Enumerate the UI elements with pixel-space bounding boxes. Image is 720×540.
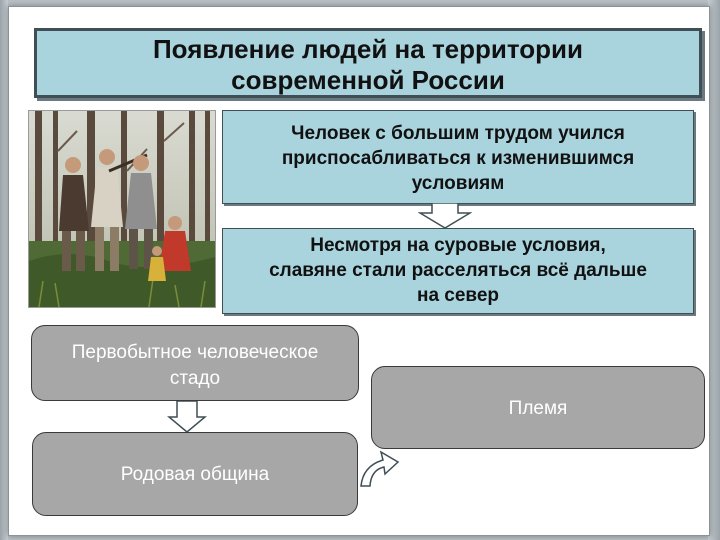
info-box-settlement: Несмотря на суровые условия, славяне ста… — [222, 228, 694, 314]
slide-title-box: Появление людей на территории современно… — [34, 28, 702, 98]
stage-1-line-1: Первобытное человеческое — [71, 342, 319, 363]
stage-1-line-2: стадо — [169, 368, 221, 389]
forest-settlers-picture — [29, 111, 215, 307]
down-arrow-icon — [167, 401, 207, 433]
info-1-line-1: Человек с большим трудом учился — [291, 123, 625, 144]
stage-2-line-1: Родовая община — [120, 464, 270, 485]
info-1-line-3: условиям — [411, 173, 505, 194]
slide-title-line-1: Появление людей на территории — [152, 34, 584, 64]
info-2-line-1: Несмотря на суровые условия, — [310, 235, 606, 256]
stage-primitive-herd: Первобытное человеческое стадо — [31, 325, 359, 401]
curved-arrow-icon — [360, 450, 400, 487]
settlers-illustration — [28, 110, 216, 308]
info-1-line-2: приспосабливаться к изменившимся — [281, 148, 635, 169]
info-2-line-2: славяне стали расселяться всё дальше — [269, 260, 647, 281]
stage-3-line-1: Племя — [508, 398, 568, 419]
slide-right-edge — [708, 0, 720, 540]
down-arrow-icon — [418, 203, 472, 229]
slide-title-line-2: современной России — [231, 65, 505, 95]
info-box-adaptation: Человек с большим трудом учился приспоса… — [222, 110, 694, 204]
info-2-line-3: на север — [416, 285, 500, 306]
stage-tribe: Племя — [371, 366, 705, 449]
slide-left-edge — [0, 0, 8, 540]
stage-clan-community: Родовая община — [32, 432, 358, 516]
